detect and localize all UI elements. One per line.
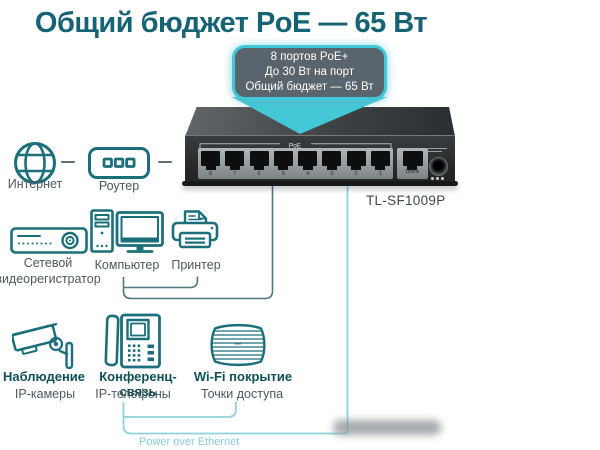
security-camera-icon: [12, 317, 76, 369]
link-dash-internet-router: [61, 161, 75, 163]
conference-sub: IP-телефоны: [95, 387, 171, 401]
conference-title: Конференц-связь: [99, 369, 177, 399]
router-label: Роутер: [98, 179, 140, 193]
rj45-port-8: [201, 151, 220, 170]
surveillance-sub: IP-камеры: [14, 387, 76, 401]
wifi-access-point-icon: [207, 323, 269, 367]
globe-icon: [13, 141, 57, 185]
poe-ports-bracket: PoE: [199, 142, 392, 149]
port-number: 4: [306, 171, 310, 177]
callout-line3: Общий бюджет — 65 Вт: [245, 81, 374, 93]
polarity-marks: [431, 177, 444, 180]
port-number: 2: [354, 171, 358, 177]
port-number: 6: [257, 171, 261, 177]
printer-label: Принтер: [171, 258, 221, 272]
printer-icon: [171, 209, 219, 253]
rj45-port-5: [273, 151, 293, 170]
ip-phone-icon: [104, 313, 162, 369]
wifi-title: Wi-Fi покрытие: [193, 369, 293, 384]
computer-icon: [90, 209, 164, 253]
switch-model-label: TL-SF1009P: [366, 193, 446, 208]
nvr-icon: [10, 227, 88, 254]
connector-poe-horizontal: [122, 402, 348, 435]
uplink-port: [402, 151, 423, 170]
rj45-port-4: [298, 151, 318, 170]
nvr-label-line1: Сетевой: [23, 256, 73, 270]
rj45-port-6: [249, 151, 269, 170]
power-over-ethernet-label: Power over Ethernet: [139, 436, 240, 448]
port-number: 7: [233, 171, 237, 177]
switch-base: [182, 181, 458, 186]
router-icon: [88, 147, 150, 179]
watermark-blur: [333, 420, 441, 435]
port-number: 8: [208, 171, 213, 177]
surveillance-title: Наблюдение: [2, 369, 86, 384]
connector-switch-to-lan-group: [122, 183, 274, 300]
rj45-port-3: [322, 151, 342, 170]
poe-switch: PoE 8 7 6 5 4 3 2 1 Uplink: [182, 107, 458, 187]
callout-line2: До 30 Вт на порт: [264, 66, 355, 78]
rj45-port-7: [225, 151, 245, 170]
port-panel: [198, 148, 393, 179]
port-number: 3: [330, 171, 334, 177]
callout-line1: 8 портов PoE+: [270, 51, 349, 63]
nvr-label: Сетевой видеорегистратор: [0, 255, 102, 287]
poe-group-label: PoE: [289, 142, 302, 149]
power-spec-print: [428, 148, 447, 149]
wifi-sub: Точки доступа: [200, 387, 284, 401]
computer-label: Компьютер: [94, 258, 160, 272]
link-dash-router-switch: [158, 161, 172, 163]
uplink-panel: Uplink: [397, 148, 428, 179]
rj45-port-2: [346, 151, 366, 170]
power-spec-print: [428, 151, 442, 152]
bracket-poe-group: [123, 402, 237, 418]
port-number: 1: [378, 171, 382, 177]
nvr-label-line2: видеорегистратор: [0, 272, 101, 286]
rj45-port-1: [370, 151, 390, 170]
port-number: 5: [281, 171, 285, 177]
switch-edge-highlight: [185, 135, 455, 137]
uplink-label: Uplink: [405, 169, 420, 175]
internet-label: Интернет: [7, 177, 63, 191]
dc-power-jack: [429, 157, 448, 176]
port-numbers: 8 7 6 5 4 3 2 1: [198, 171, 393, 177]
bracket-lan-group: [123, 276, 199, 289]
page-title: Общий бюджет PoE — 65 Вт: [34, 7, 428, 39]
callout-bubble: 8 портов PoE+ До 30 Вт на порт Общий бюд…: [232, 45, 387, 100]
